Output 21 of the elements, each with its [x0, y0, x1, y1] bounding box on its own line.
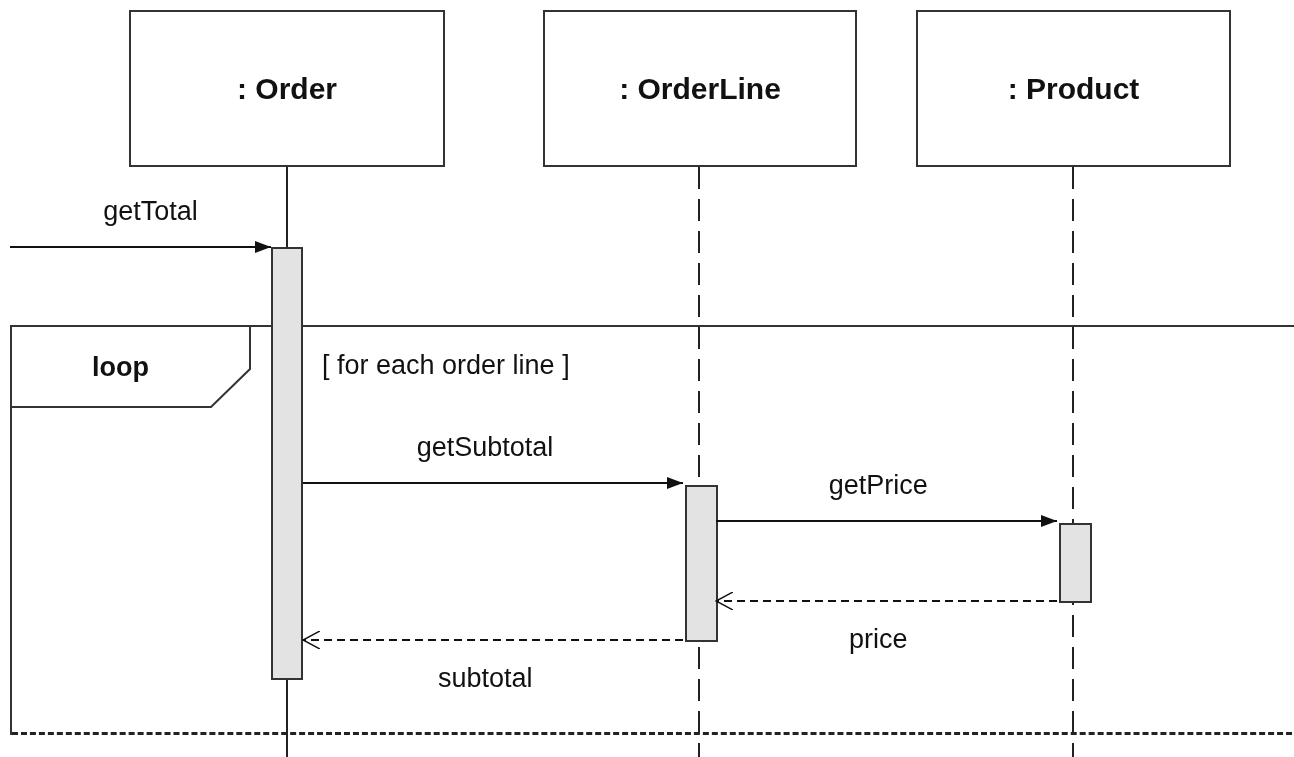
- object-name: : Order: [237, 71, 337, 107]
- lifeline-head-box: [543, 10, 857, 167]
- activation-bar: [271, 247, 303, 680]
- object-name: : OrderLine: [619, 71, 781, 107]
- message-arrow: [302, 477, 684, 489]
- activation-bar: [1059, 523, 1092, 603]
- return-message-arrow: [302, 630, 684, 650]
- return-message-arrow: [715, 591, 1058, 611]
- message-label: getTotal: [103, 195, 198, 228]
- message-label: getSubtotal: [416, 431, 554, 464]
- message-label: getPrice: [828, 469, 928, 502]
- activation-bar: [685, 485, 718, 642]
- message-label: price: [849, 623, 908, 656]
- message-arrow: [9, 241, 272, 253]
- message-label: subtotal: [437, 662, 533, 695]
- guard-condition: [ for each order line ]: [322, 349, 570, 382]
- lifeline-head-box: [129, 10, 445, 167]
- object-name: : Product: [1007, 71, 1140, 107]
- message-arrow: [715, 515, 1058, 527]
- frame-operator: loop: [92, 351, 149, 384]
- lifeline-head-box: [916, 10, 1231, 167]
